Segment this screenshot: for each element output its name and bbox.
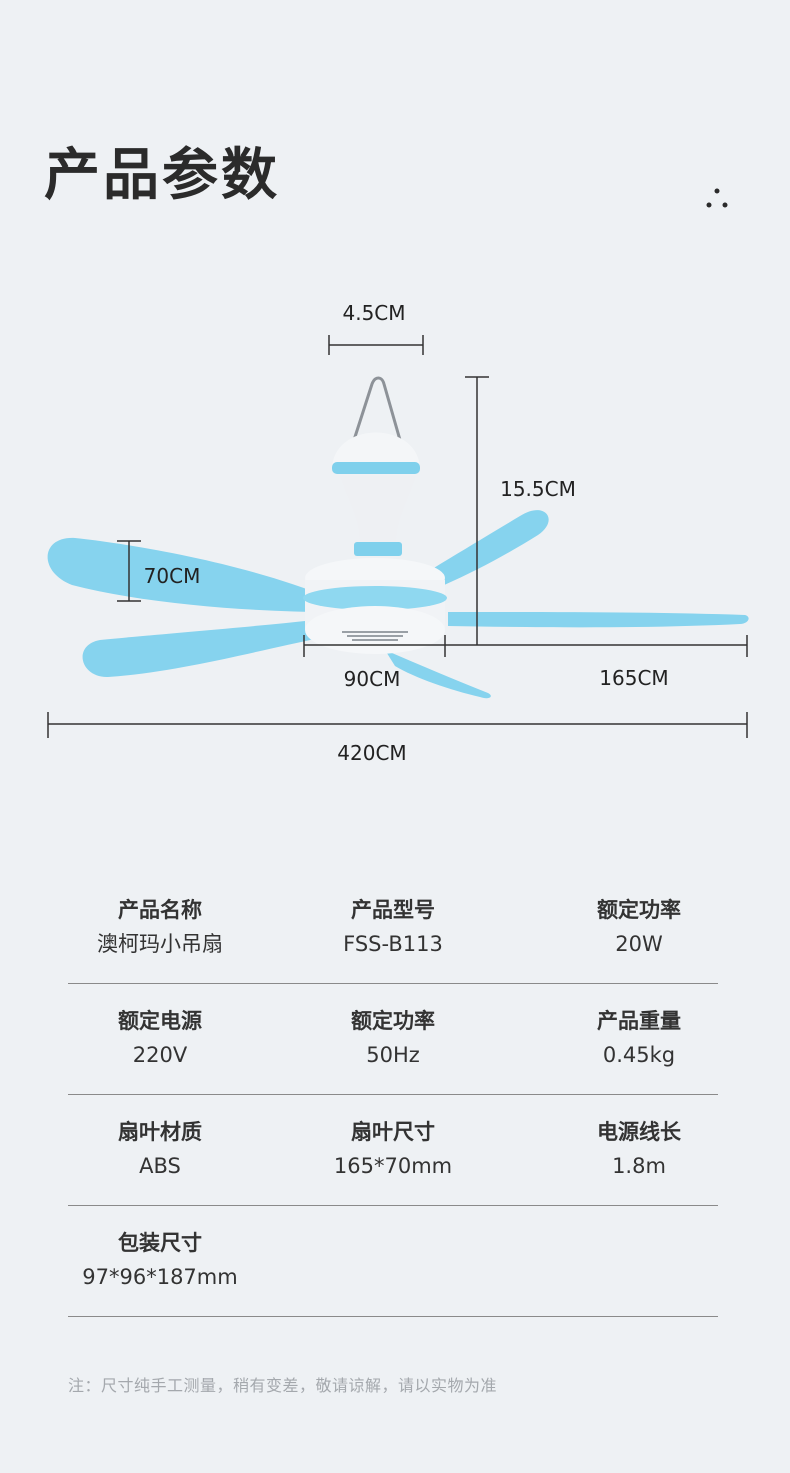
spec-value: 20W — [615, 932, 663, 956]
spec-item: 产品型号 FSS-B113 — [288, 893, 498, 961]
blade-right — [448, 612, 749, 628]
spec-key: 电源线长 — [597, 1120, 681, 1144]
spec-item: 扇叶尺寸 165*70mm — [288, 1115, 498, 1183]
spec-row: 额定电源 220V 额定功率 50Hz 产品重量 0.45kg — [68, 984, 718, 1095]
dim-body-diameter: 90CM — [344, 667, 401, 691]
spec-item: 扇叶材质 ABS — [55, 1115, 265, 1183]
spec-item: 电源线长 1.8m — [534, 1115, 744, 1183]
spec-key: 额定功率 — [597, 898, 681, 922]
spec-value: 1.8m — [612, 1154, 666, 1178]
page-title: 产品参数 — [44, 143, 280, 208]
dim-hook-width: 4.5CM — [342, 301, 405, 325]
fan-top-dome — [332, 432, 420, 470]
spec-row: 扇叶材质 ABS 扇叶尺寸 165*70mm 电源线长 1.8m — [68, 1095, 718, 1206]
dots-icon — [706, 188, 728, 208]
fan-stem — [340, 476, 416, 545]
fan-top-ring — [332, 462, 420, 474]
spec-key: 产品型号 — [351, 898, 435, 922]
fan-motor-bottom — [305, 606, 445, 654]
spec-value: 澳柯玛小吊扇 — [97, 932, 223, 956]
vent-grille — [342, 631, 408, 641]
spec-item: 额定电源 220V — [55, 1004, 265, 1072]
spec-item: 额定功率 50Hz — [288, 1004, 498, 1072]
dim-blade-length: 165CM — [599, 666, 668, 690]
spec-key: 扇叶尺寸 — [351, 1120, 435, 1144]
spec-value: ABS — [139, 1154, 181, 1178]
blade-left-top — [47, 537, 330, 612]
dim-blade-width: 70CM — [144, 564, 201, 588]
hook-icon — [352, 376, 402, 441]
spec-item: 产品名称 澳柯玛小吊扇 — [55, 893, 265, 961]
fan-stem-ring — [354, 542, 402, 556]
spec-row: 产品名称 澳柯玛小吊扇 产品型号 FSS-B113 额定功率 20W — [68, 873, 718, 984]
dim-body-height: 15.5CM — [500, 477, 576, 501]
spec-item: 产品重量 0.45kg — [534, 1004, 744, 1072]
spec-value: 97*96*187mm — [82, 1265, 238, 1289]
spec-item: 包装尺寸 97*96*187mm — [55, 1226, 265, 1294]
spec-value: 165*70mm — [333, 1154, 453, 1178]
fan-motor-band — [303, 586, 447, 610]
spec-key: 产品重量 — [597, 1009, 681, 1033]
spec-key: 产品名称 — [118, 898, 202, 922]
blade-bottom — [385, 650, 491, 699]
fan-dimension-diagram: 4.5CM 15.5CM 70CM 90CM 165CM 420CM — [47, 301, 749, 765]
spec-value: 0.45kg — [602, 1043, 676, 1067]
spec-item: 额定功率 20W — [534, 893, 744, 961]
spec-key: 包装尺寸 — [118, 1231, 202, 1255]
spec-row: 包装尺寸 97*96*187mm — [68, 1206, 718, 1317]
disclaimer-note: 注：尺寸纯手工测量，稍有变差，敬请谅解，请以实物为准 — [68, 1376, 498, 1395]
dim-total-span: 420CM — [337, 741, 406, 765]
spec-value: 50Hz — [366, 1043, 420, 1067]
blade-left-bottom — [82, 620, 320, 678]
spec-key: 额定电源 — [118, 1009, 202, 1033]
spec-table: 产品名称 澳柯玛小吊扇 产品型号 FSS-B113 额定功率 20W 额定电源 … — [68, 873, 718, 1317]
spec-value: 220V — [132, 1043, 188, 1067]
dimension-lines — [47, 335, 748, 738]
spec-key: 扇叶材质 — [118, 1120, 202, 1144]
spec-value: FSS-B113 — [343, 932, 443, 956]
spec-key: 额定功率 — [351, 1009, 435, 1033]
